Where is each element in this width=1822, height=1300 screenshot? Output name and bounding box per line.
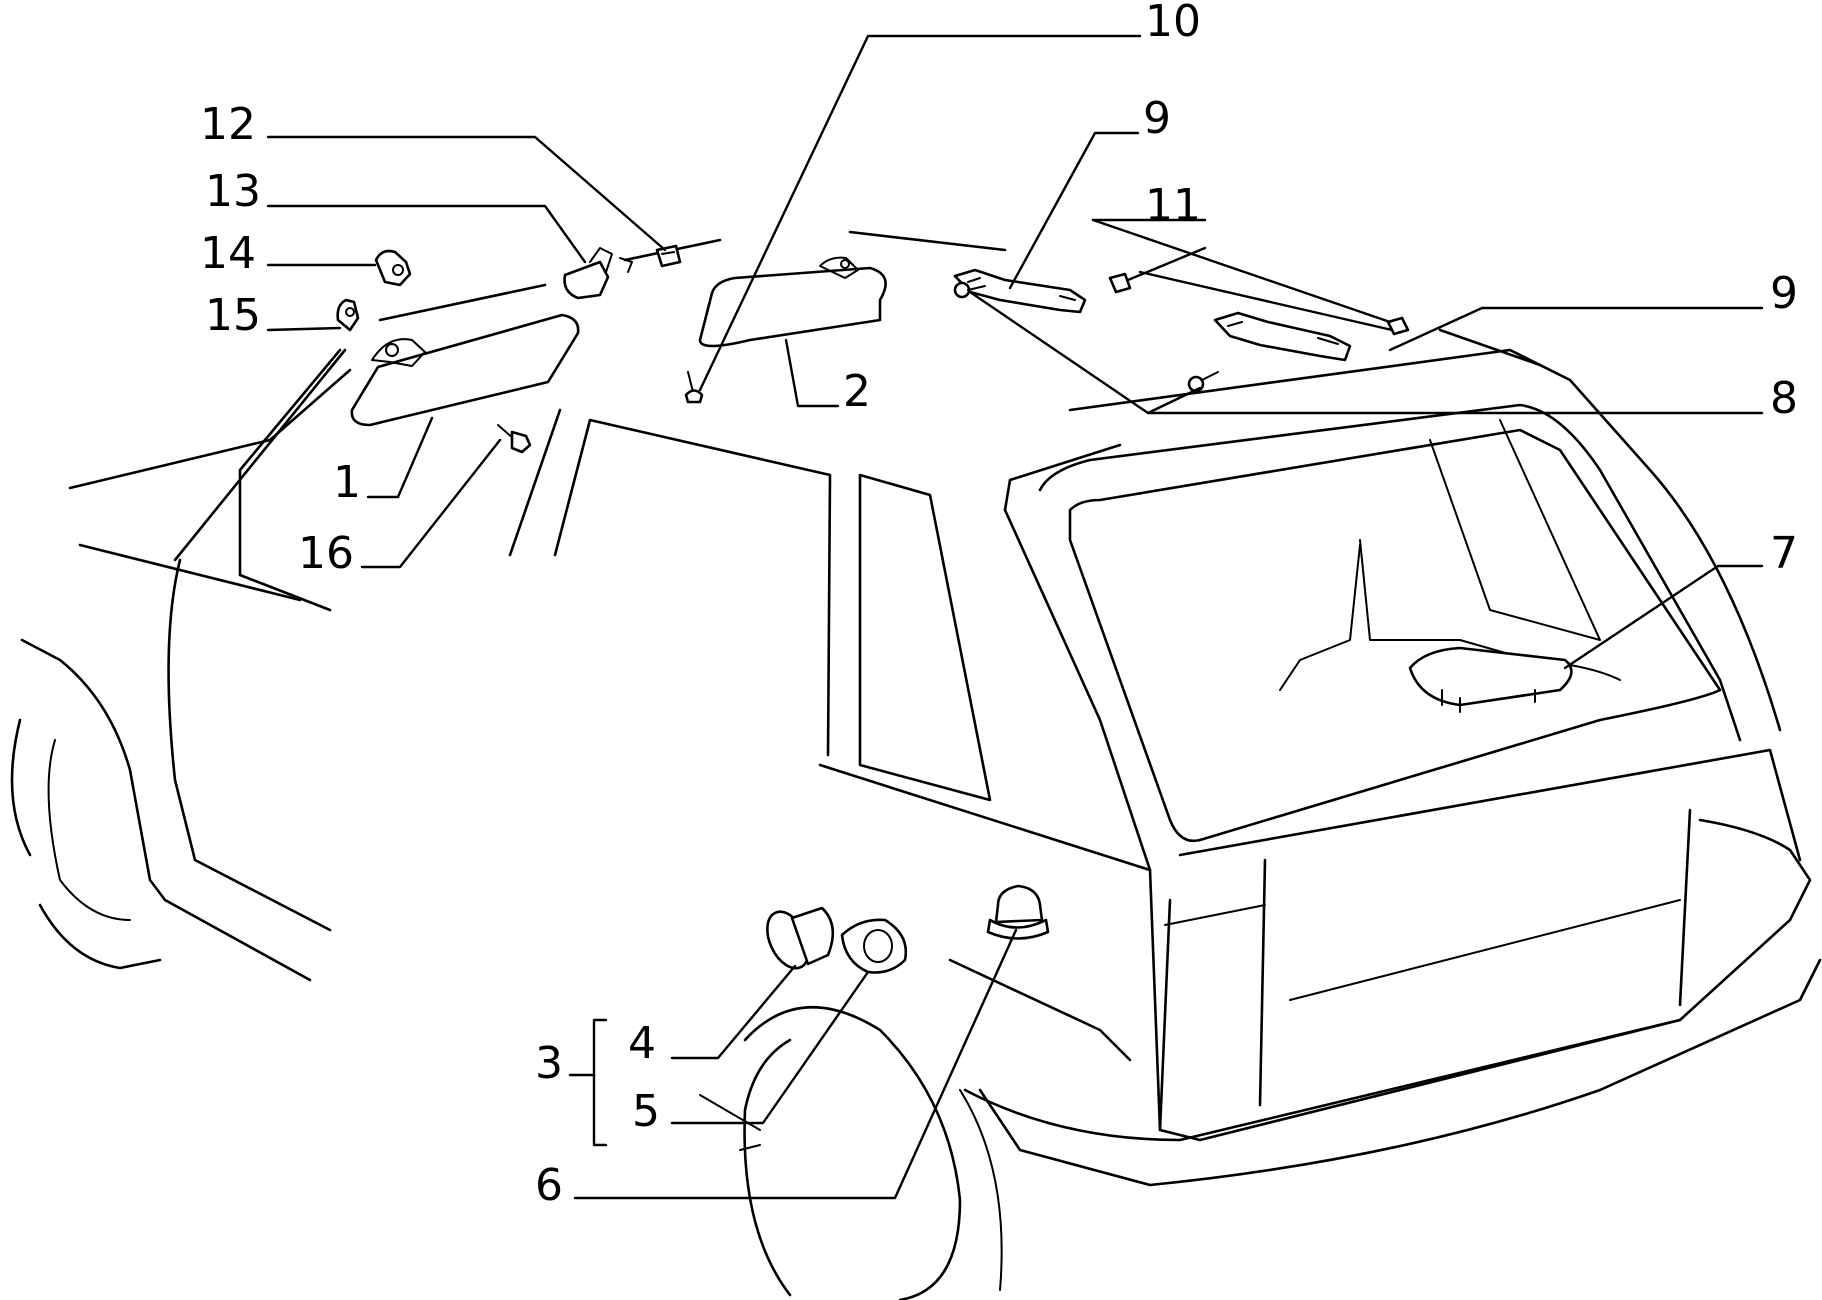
clip-11-rear	[1386, 316, 1410, 336]
grab-handle-9-front	[953, 268, 1087, 314]
callout-16: 16	[298, 528, 354, 579]
callout-9-upper: 9	[1143, 93, 1171, 144]
lamp-holder-4	[766, 906, 835, 970]
screw-16	[497, 424, 532, 454]
callout-4: 4	[628, 1018, 656, 1069]
screw-cap-14	[374, 249, 412, 287]
callout-14: 14	[200, 228, 256, 279]
cap-6	[986, 884, 1050, 940]
callout-7: 7	[1770, 528, 1798, 579]
sun-visor-right	[698, 256, 887, 348]
clip-11-front	[1108, 272, 1132, 294]
lamp-lens-5	[840, 918, 908, 974]
callout-6: 6	[535, 1160, 563, 1211]
callout-3: 3	[535, 1038, 563, 1089]
screw-8-front	[953, 281, 986, 299]
car-body-outline	[10, 230, 1822, 1300]
sun-visor-left	[350, 313, 580, 427]
callout-12: 12	[200, 99, 256, 150]
callout-1: 1	[333, 457, 361, 508]
callout-15: 15	[205, 290, 261, 341]
visor-hook-13	[563, 247, 633, 300]
callout-11: 11	[1145, 180, 1201, 231]
grab-handle-9-rear	[1213, 311, 1352, 362]
pin-10	[684, 371, 704, 404]
clip-12	[655, 244, 682, 268]
interior-lamp-7	[1408, 646, 1573, 713]
callout-10: 10	[1145, 0, 1201, 47]
callout-9-right: 9	[1770, 268, 1798, 319]
plug-15	[336, 298, 360, 332]
callout-labels: 10 12 13 14 15 1 16 2 9 11 9 8 7 4 3 5 6	[200, 0, 1798, 1211]
leader-lines	[266, 34, 1764, 1200]
screw-8-rear	[1187, 371, 1219, 393]
callout-8: 8	[1770, 373, 1798, 424]
callout-13: 13	[205, 166, 261, 217]
callout-5: 5	[632, 1086, 660, 1137]
callout-2: 2	[843, 366, 871, 417]
